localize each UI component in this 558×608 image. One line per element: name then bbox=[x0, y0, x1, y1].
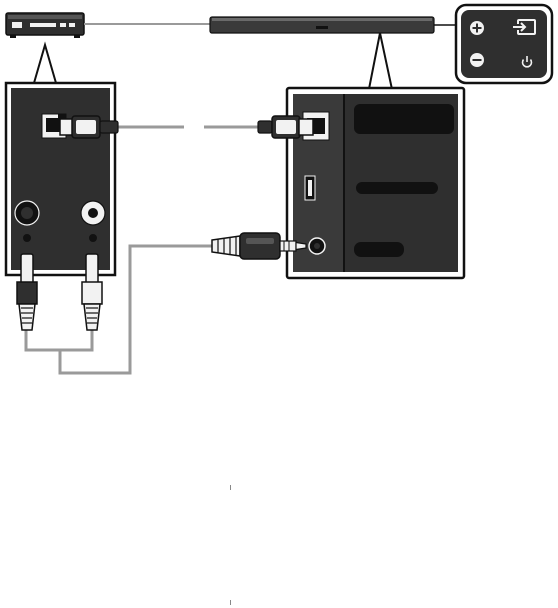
page-mark-upper bbox=[230, 485, 231, 490]
soundbar-icon bbox=[209, 16, 435, 34]
optical-cable bbox=[59, 115, 314, 139]
analog-cable bbox=[16, 232, 307, 375]
soundbar-usb-port bbox=[304, 175, 316, 201]
panel-label-block-1 bbox=[354, 104, 454, 134]
power-icon bbox=[521, 56, 533, 68]
right-callout-pointer bbox=[367, 32, 394, 95]
left-callout-pointer bbox=[33, 41, 57, 84]
minus-icon bbox=[470, 53, 484, 67]
soundbar-rear-panel bbox=[285, 86, 466, 280]
source-rca-left-jack bbox=[14, 200, 40, 242]
optical-plug-left bbox=[59, 115, 119, 139]
page-mark-lower bbox=[230, 600, 231, 605]
panel-label-block-3 bbox=[354, 242, 404, 257]
panel-label-block-2 bbox=[356, 182, 438, 194]
aux-3-5mm-plug bbox=[211, 232, 307, 260]
plus-icon bbox=[470, 21, 484, 35]
rca-plug-left bbox=[16, 253, 38, 331]
soundbar-aux-in-port bbox=[308, 237, 326, 255]
av-receiver-icon bbox=[5, 12, 85, 38]
optical-plug-right bbox=[257, 115, 314, 139]
soundbar-control-panel bbox=[454, 3, 554, 85]
input-source-icon bbox=[513, 19, 536, 35]
source-rca-right-jack bbox=[80, 200, 106, 242]
source-rear-panel bbox=[4, 81, 117, 277]
rca-plug-right bbox=[81, 253, 103, 331]
